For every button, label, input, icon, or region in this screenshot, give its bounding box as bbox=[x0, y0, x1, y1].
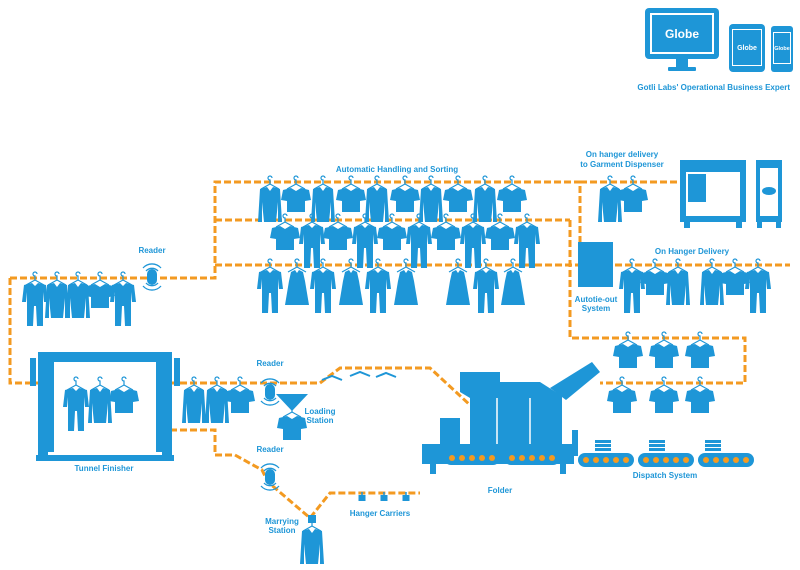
hanger-carriers-label: Hanger Carriers bbox=[350, 509, 411, 518]
phone-brand-label: Globe bbox=[774, 46, 790, 52]
on-hanger-delivery-garments bbox=[619, 259, 771, 313]
folder-feed-garments bbox=[607, 332, 715, 413]
loading-station-label-line1: Loading bbox=[304, 407, 335, 416]
automatic-handling-label: Automatic Handling and Sorting bbox=[336, 165, 458, 174]
tunnel-finisher bbox=[30, 352, 180, 461]
dispenser-label-line1: On hanger delivery bbox=[586, 150, 659, 159]
on-hanger-delivery-label: On Hanger Delivery bbox=[655, 247, 730, 256]
folder-machine bbox=[422, 362, 600, 474]
monitor-brand-label: Globe bbox=[665, 27, 699, 41]
marrying-station-label-line1: Marrying bbox=[265, 517, 299, 526]
reader-label-top: Reader bbox=[138, 246, 165, 255]
autotie-out-system bbox=[578, 242, 613, 287]
folder-label: Folder bbox=[488, 486, 512, 495]
dispatch-system bbox=[578, 440, 754, 467]
loading-station-label-line2: Station bbox=[306, 416, 333, 425]
tablet-brand-label: Globe bbox=[737, 45, 757, 52]
marrying-station bbox=[300, 515, 324, 564]
tunnel-finisher-label: Tunnel Finisher bbox=[75, 464, 134, 473]
autotie-label-line2: System bbox=[582, 304, 610, 313]
reader-label-loading: Reader bbox=[256, 359, 283, 368]
marrying-station-label-line2: Station bbox=[268, 526, 295, 535]
brand-tagline: Gotli Labs' Operational Business Expert bbox=[637, 83, 790, 92]
dispenser-label-line2: to Garment Dispenser bbox=[580, 160, 664, 169]
autotie-label-line1: Autotie-out bbox=[575, 295, 618, 304]
globe-brand-devices: Globe Globe Globe Gotli Labs' Operationa… bbox=[637, 8, 793, 92]
reader-label-marrying: Reader bbox=[256, 445, 283, 454]
incoming-garments bbox=[22, 272, 136, 326]
sorting-row-3 bbox=[257, 259, 525, 313]
garment-dispenser bbox=[598, 160, 782, 228]
reader-icon-marrying bbox=[260, 463, 280, 491]
loading-station bbox=[182, 370, 397, 440]
dispatch-system-label: Dispatch System bbox=[633, 471, 697, 480]
